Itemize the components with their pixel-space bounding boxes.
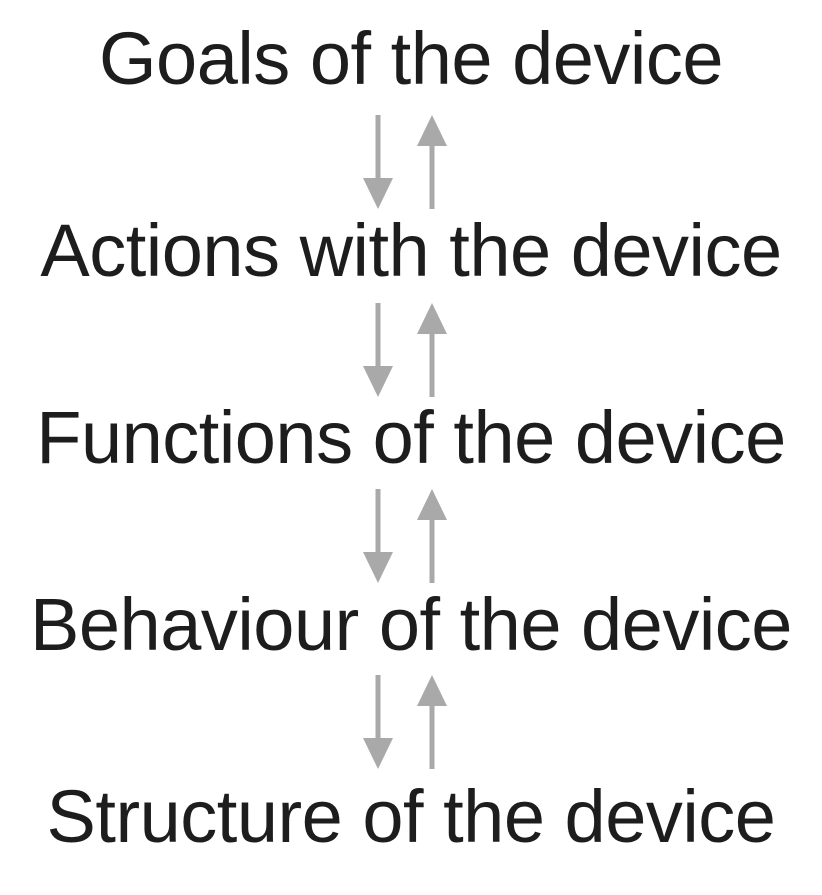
down-arrow-icon: [363, 303, 393, 397]
up-arrow-icon: [417, 489, 447, 583]
up-arrow-icon: [417, 675, 447, 769]
level-actions: Actions with the device: [40, 209, 782, 292]
arrow-pair-actions-functions: [356, 303, 466, 397]
down-arrow-icon: [363, 675, 393, 769]
arrow-pair-behaviour-structure: [356, 675, 466, 769]
down-arrow-icon: [363, 489, 393, 583]
up-arrow-icon: [417, 303, 447, 397]
up-arrow-icon: [417, 115, 447, 209]
level-functions: Functions of the device: [36, 396, 786, 479]
level-goals: Goals of the device: [99, 17, 723, 100]
arrow-pair-functions-behaviour: [356, 489, 466, 583]
level-structure: Structure of the device: [46, 775, 776, 858]
arrow-pair-goals-actions: [356, 115, 466, 209]
down-arrow-icon: [363, 115, 393, 209]
level-behaviour: Behaviour of the device: [30, 583, 792, 666]
